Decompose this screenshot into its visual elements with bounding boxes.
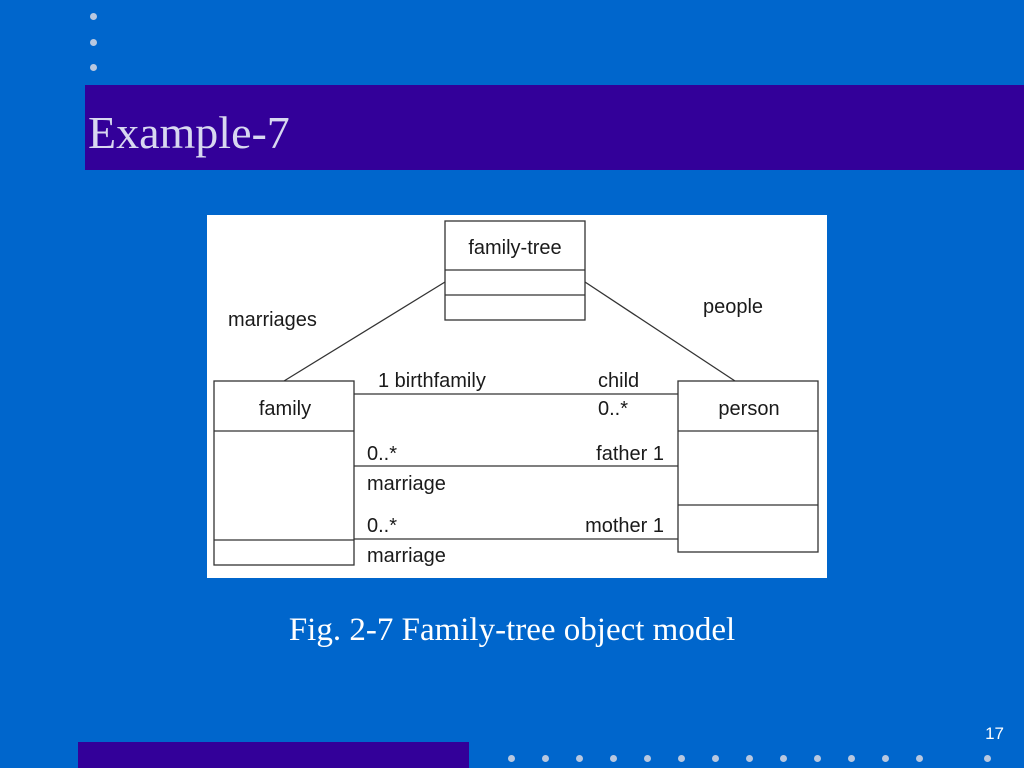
bottom-bar — [78, 742, 469, 768]
decor-dot — [678, 755, 685, 762]
decor-dot — [644, 755, 651, 762]
decor-dot — [90, 64, 97, 71]
decor-dot — [610, 755, 617, 762]
decor-dot — [814, 755, 821, 762]
mother-family-multiplicity-label: 0..* — [367, 515, 397, 537]
decor-dot — [882, 755, 889, 762]
people-association-line — [584, 281, 736, 382]
decor-dot — [576, 755, 583, 762]
decor-dot — [542, 755, 549, 762]
mother-marriage-label: marriage — [367, 545, 446, 567]
uml-diagram: family-tree family person marriages peop… — [213, 220, 819, 567]
people-label: people — [703, 296, 763, 318]
page-number: 17 — [985, 724, 1004, 743]
person-class-name: person — [718, 398, 779, 420]
title-bar: Example-7 — [85, 85, 1024, 170]
marriages-association-line — [283, 281, 446, 382]
figure-caption: Fig. 2-7 Family-tree object model — [288, 612, 736, 648]
decor-dot — [916, 755, 923, 762]
decor-dot — [90, 13, 97, 20]
family-tree-class-name: family-tree — [468, 237, 561, 259]
diagram-panel: family-tree family person marriages peop… — [207, 215, 827, 578]
decor-dot — [746, 755, 753, 762]
birthfamily-label: 1 birthfamily — [378, 370, 486, 392]
child-multiplicity-label: 0..* — [598, 398, 628, 420]
decor-dot — [848, 755, 855, 762]
father-family-multiplicity-label: 0..* — [367, 443, 397, 465]
slide-title: Example-7 — [88, 107, 290, 158]
father-marriage-label: marriage — [367, 473, 446, 495]
decor-dot — [90, 39, 97, 46]
decor-dot — [780, 755, 787, 762]
decor-dot — [984, 755, 991, 762]
father-role-label: father 1 — [596, 443, 664, 465]
mother-role-label: mother 1 — [585, 515, 664, 537]
decor-dot — [712, 755, 719, 762]
child-role-label: child — [598, 370, 639, 392]
family-class-name: family — [259, 398, 311, 420]
decor-dot — [508, 755, 515, 762]
marriages-label: marriages — [228, 309, 317, 331]
